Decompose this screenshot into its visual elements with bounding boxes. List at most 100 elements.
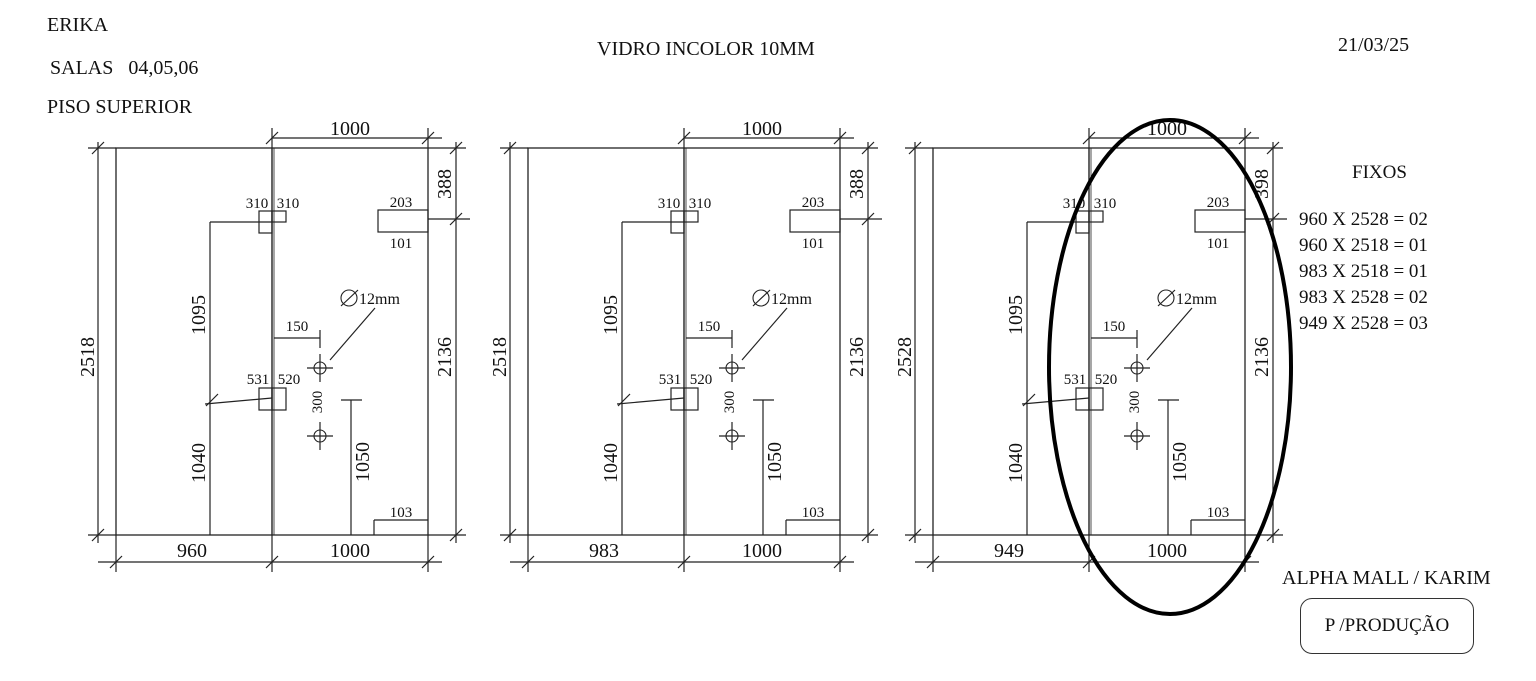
upper-hinge-left-label: 310 — [246, 196, 269, 212]
hole-spacing-label: 300 — [1127, 391, 1143, 414]
dimension-tick — [908, 528, 922, 542]
lower-reference-line — [204, 397, 273, 405]
dimension-tick — [1082, 131, 1096, 145]
bottom-right-width-label: 1000 — [742, 540, 782, 562]
fixos-line: 960 X 2528 = 02 — [1299, 209, 1428, 230]
upper-left-height-label: 1095 — [1005, 295, 1027, 335]
lower-right-height-label: 1050 — [352, 442, 374, 482]
upper-hinge-right — [1088, 210, 1104, 223]
total-height-label: 2528 — [894, 337, 916, 377]
lock-box — [377, 209, 429, 233]
dimension-tick — [1022, 393, 1036, 407]
right-top-height-label: 388 — [846, 169, 868, 199]
dimension-tick — [1266, 141, 1280, 155]
lock-bottom-label: 101 — [802, 236, 825, 252]
hole-leader-line — [329, 307, 376, 361]
bottom-right-width-label: 1000 — [330, 540, 370, 562]
dimension-tick — [861, 528, 875, 542]
dimension-tick — [265, 131, 279, 145]
handle-offset-label: 150 — [1103, 319, 1126, 335]
lower-right-height-label: 1050 — [764, 442, 786, 482]
dimension-tick — [449, 528, 463, 542]
lower-left-height-label: 1040 — [600, 443, 622, 483]
upper-hinge-right-label: 310 — [689, 196, 712, 212]
dimension-tick — [421, 555, 435, 569]
diameter-symbol — [340, 289, 358, 307]
date-label: 21/03/25 — [1338, 34, 1410, 56]
dimension-tick — [833, 555, 847, 569]
lock-box — [789, 209, 841, 233]
lower-hinge-right — [683, 387, 699, 411]
upper-hinge-left-label: 310 — [658, 196, 681, 212]
right-top-height-label: 388 — [434, 169, 456, 199]
left-width-label: 949 — [994, 540, 1024, 562]
lower-hinge-right-label: 520 — [690, 372, 713, 388]
lower-hinge-left-label: 531 — [247, 372, 270, 388]
hole-spacing-label: 300 — [310, 391, 326, 414]
upper-hinge-right-label: 310 — [277, 196, 300, 212]
lower-left-height-label: 1040 — [188, 443, 210, 483]
lock-bottom-label: 101 — [1207, 236, 1230, 252]
dimension-tick — [677, 131, 691, 145]
dimension-tick — [503, 528, 517, 542]
lower-hinge-right — [1088, 387, 1104, 411]
total-height-label: 2518 — [489, 337, 511, 377]
lower-reference-line — [616, 397, 685, 405]
project-label: ALPHA MALL / KARIM — [1282, 567, 1491, 589]
dimension-tick — [265, 555, 279, 569]
hole-spacing-label: 300 — [722, 391, 738, 414]
dimension-tick — [109, 555, 123, 569]
right-height-label: 2136 — [846, 337, 868, 377]
lock-top-label: 203 — [1207, 195, 1230, 211]
hole-leader-line — [741, 307, 788, 361]
lower-hinge-right — [271, 387, 287, 411]
dimension-tick — [421, 131, 435, 145]
material-title: VIDRO INCOLOR 10MM — [597, 38, 815, 60]
lower-left-height-label: 1040 — [1005, 443, 1027, 483]
rooms-label: SALAS 04,05,06 — [50, 57, 199, 79]
production-stamp: P /PRODUÇÃO — [1300, 598, 1474, 654]
total-height-label: 2518 — [77, 337, 99, 377]
left-width-label: 983 — [589, 540, 619, 562]
dimension-tick — [449, 212, 463, 226]
hole-diameter-label: 12mm — [771, 291, 812, 308]
handle-offset-label: 150 — [286, 319, 309, 335]
upper-hinge-right — [683, 210, 699, 223]
lower-hinge-right-label: 520 — [278, 372, 301, 388]
bottom-notch-label: 103 — [802, 505, 825, 521]
lock-box — [1194, 209, 1246, 233]
diameter-symbol-slash — [1157, 289, 1176, 307]
lock-top-label: 203 — [802, 195, 825, 211]
left-width-label: 960 — [177, 540, 207, 562]
diameter-symbol-slash — [752, 289, 771, 307]
dimension-tick — [205, 393, 219, 407]
highlight-ellipse — [1047, 118, 1293, 616]
diameter-symbol — [1157, 289, 1175, 307]
fixos-line: 960 X 2518 = 01 — [1299, 235, 1428, 256]
top-width-label: 1000 — [1147, 118, 1187, 140]
dimension-tick — [449, 141, 463, 155]
handle-offset-label: 150 — [698, 319, 721, 335]
upper-hinge-right — [271, 210, 287, 223]
bottom-notch-label: 103 — [390, 505, 413, 521]
dimension-tick — [617, 393, 631, 407]
dimension-tick — [833, 131, 847, 145]
client-name: ERIKA — [47, 14, 109, 36]
upper-hinge-right-label: 310 — [1094, 196, 1117, 212]
lower-hinge-left-label: 531 — [659, 372, 682, 388]
dimension-tick — [908, 141, 922, 155]
floor-label: PISO SUPERIOR — [47, 96, 193, 118]
lower-right-height-label: 1050 — [1169, 442, 1191, 482]
right-top-height-label: 398 — [1251, 169, 1273, 199]
lock-top-label: 203 — [390, 195, 413, 211]
bottom-notch-label: 103 — [1207, 505, 1230, 521]
dimension-tick — [861, 141, 875, 155]
dimension-tick — [926, 555, 940, 569]
right-height-label: 2136 — [434, 337, 456, 377]
right-height-label: 2136 — [1251, 337, 1273, 377]
lower-hinge-left-label: 531 — [1064, 372, 1087, 388]
